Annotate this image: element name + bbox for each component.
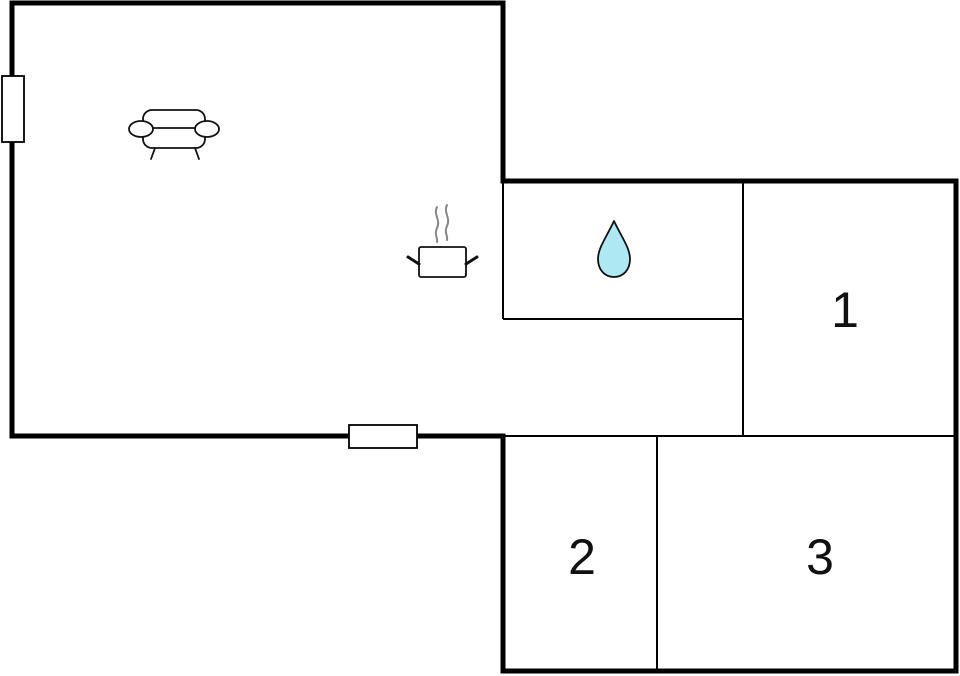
door-icon — [1, 75, 25, 143]
room-number-3: 3 — [806, 529, 834, 585]
room-number-2: 2 — [568, 529, 596, 585]
outer-wall — [9, 0, 959, 674]
water-drop-icon — [597, 220, 631, 278]
sofa-icon — [128, 109, 220, 160]
door-icon — [348, 424, 418, 449]
room-number-1: 1 — [831, 282, 859, 338]
cooking-pot-icon — [406, 204, 479, 278]
